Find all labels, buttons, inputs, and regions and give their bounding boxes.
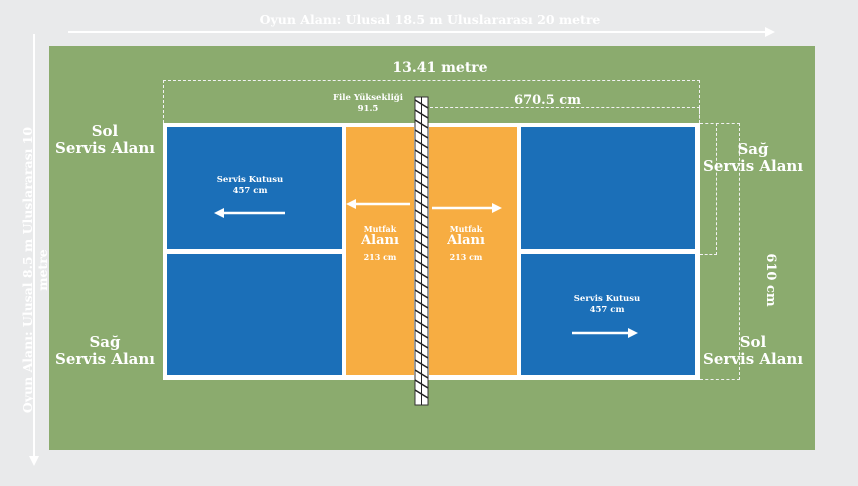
right-kitchen-size: 213 cm (449, 252, 483, 263)
court-width-label: 610 cm (763, 253, 778, 307)
left-bottom-service-label-line2: Servis Alanı (54, 350, 156, 369)
left-bottom-service-label: Sağ Servis Alanı (52, 333, 158, 369)
left-kitchen-size: 213 cm (363, 252, 397, 263)
service-box-right-bottom (521, 254, 695, 375)
left-service-box-size: 457 cm (232, 186, 268, 197)
left-service-box-title: Servis Kutusu (216, 175, 284, 185)
right-kitchen-label: Mutfak Alanı 213 cm (432, 224, 500, 263)
right-service-box-title: Servis Kutusu (573, 294, 641, 304)
left-top-service-label-line1: Sol (91, 122, 119, 140)
left-service-box-label: Servis Kutusu 457 cm (200, 175, 300, 197)
service-box-left-bottom (167, 254, 342, 375)
right-top-service-label-line2: Servis Alanı (703, 157, 804, 176)
right-top-service-label: Sağ Servis Alanı (703, 140, 804, 176)
right-kitchen-line1: Mutfak (449, 224, 483, 234)
kitchen-right (429, 127, 517, 375)
right-kitchen-line2: Alanı (447, 233, 485, 249)
right-service-box-label: Servis Kutusu 457 cm (557, 294, 657, 316)
right-service-box-size: 457 cm (589, 305, 625, 316)
net-icon (414, 96, 429, 406)
kitchen-left (346, 127, 414, 375)
net-height-title: File Yüksekliği (333, 93, 403, 103)
right-bottom-service-label: Sol Servis Alanı (703, 333, 804, 369)
service-box-left-top (167, 127, 342, 249)
net-height-label: File Yüksekliği 91.5 (318, 93, 418, 115)
play-area-length-label: Oyun Alanı: Ulusal 18.5 m Uluslararası 2… (259, 12, 601, 27)
left-top-service-label: Sol Servis Alanı (52, 122, 158, 158)
right-bottom-service-label-line1: Sol (739, 333, 767, 351)
right-bottom-service-label-line2: Servis Alanı (703, 350, 804, 369)
court-width-guide (700, 123, 740, 380)
right-top-service-label-line1: Sağ (737, 140, 769, 158)
half-length-label: 670.5 cm (514, 93, 581, 108)
left-bottom-service-label-line1: Sağ (89, 333, 121, 351)
service-box-right-top (521, 127, 695, 249)
net-height-value: 91.5 (357, 104, 379, 115)
court-length-guide (163, 80, 700, 123)
half-length-guide (430, 107, 700, 123)
court-length-label: 13.41 metre (392, 60, 488, 76)
left-kitchen-label: Mutfak Alanı 213 cm (346, 224, 414, 263)
left-kitchen-line2: Alanı (361, 233, 399, 249)
play-area-width-label: Oyun Alanı: Ulusal 8.5 m Uluslararası 10… (20, 126, 50, 414)
left-top-service-label-line2: Servis Alanı (54, 139, 156, 158)
court-width-inner-guide (700, 123, 717, 255)
left-kitchen-line1: Mutfak (363, 224, 397, 234)
